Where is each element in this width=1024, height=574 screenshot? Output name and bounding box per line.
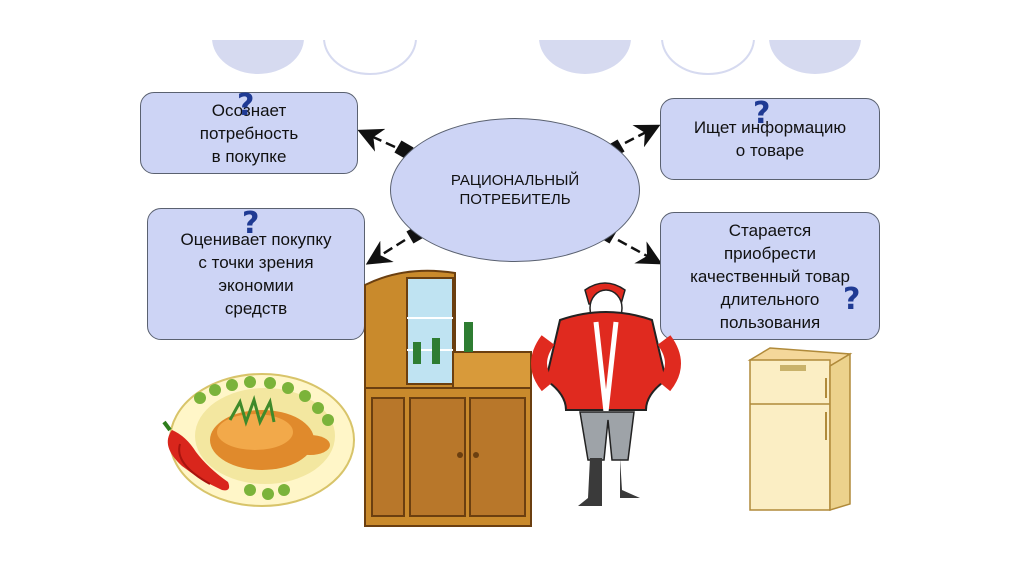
- box-realizes-need: ? Осознает потребность в покупке: [140, 88, 358, 174]
- box-text: Осознает потребность в покупке: [199, 100, 299, 166]
- question-mark-icon: ?: [242, 206, 260, 241]
- question-mark-icon: ?: [753, 96, 771, 131]
- box-text: Ищет информацию о товаре: [693, 118, 847, 160]
- box-quality-goods: ? Старается приобрести качественный това…: [660, 212, 880, 340]
- question-mark-icon: ?: [237, 88, 255, 123]
- box-evaluates-purchase: ? Оценивает покупку с точки зрения эконо…: [147, 208, 365, 340]
- box-text: Старается приобрести качественный товар …: [690, 220, 850, 332]
- box-seeks-information: ? Ищет информацию о товаре: [660, 98, 880, 180]
- center-label: РАЦИОНАЛЬНЫЙ ПОТРЕБИТЕЛЬ: [450, 172, 580, 208]
- center-node: РАЦИОНАЛЬНЫЙ ПОТРЕБИТЕЛЬ: [390, 118, 640, 262]
- box-text: Оценивает покупку с точки зрения экономи…: [180, 230, 332, 318]
- top-decoration: [0, 0, 1024, 75]
- question-mark-icon: ?: [843, 282, 861, 317]
